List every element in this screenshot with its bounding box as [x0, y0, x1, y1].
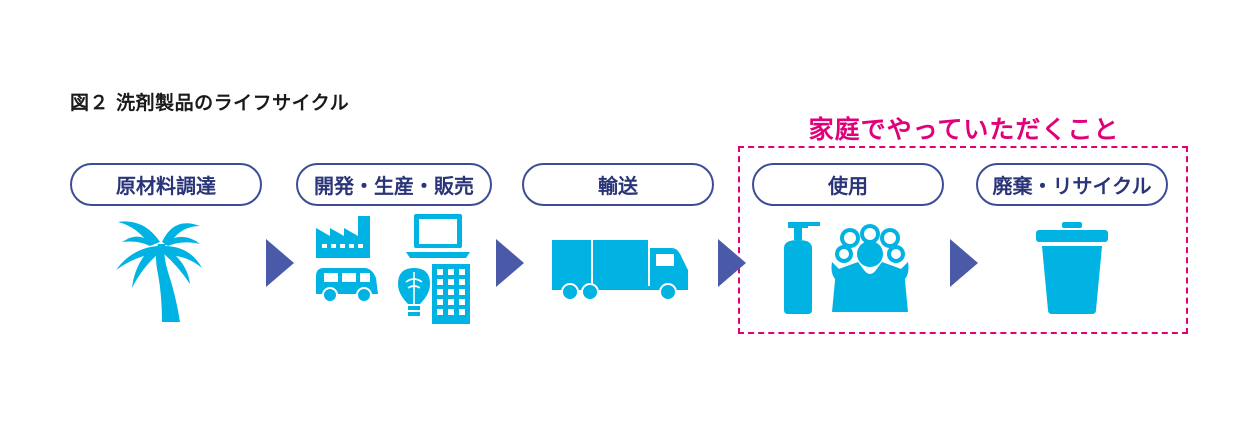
- car-icon: [316, 268, 378, 303]
- factory-icon: [316, 216, 370, 258]
- stage-development-production-sales: 開発・生産・販売: [296, 163, 492, 206]
- trash-can-icon: [1036, 222, 1108, 314]
- palm-tree-icon: [116, 221, 202, 322]
- arrow-right-icon: [950, 239, 978, 287]
- laptop-icon: [406, 214, 470, 258]
- hair-washing-icon: [831, 224, 909, 312]
- stage-raw-materials: 原材料調達: [70, 163, 262, 206]
- stage-disposal-recycling: 廃棄・リサイクル: [976, 163, 1168, 206]
- figure-title: 図２ 洗剤製品のライフサイクル: [70, 92, 350, 114]
- truck-icon: [552, 240, 688, 301]
- stage-transport: 輸送: [522, 163, 714, 206]
- home-section-title: 家庭でやっていただくこと: [808, 115, 1120, 144]
- building-icon: [432, 264, 470, 324]
- arrow-right-icon: [718, 239, 746, 287]
- light-bulb-icon: [398, 268, 430, 316]
- arrow-right-icon: [496, 239, 524, 287]
- stage-use: 使用: [752, 163, 944, 206]
- arrow-right-icon: [266, 239, 294, 287]
- pump-bottle-icon: [784, 222, 820, 314]
